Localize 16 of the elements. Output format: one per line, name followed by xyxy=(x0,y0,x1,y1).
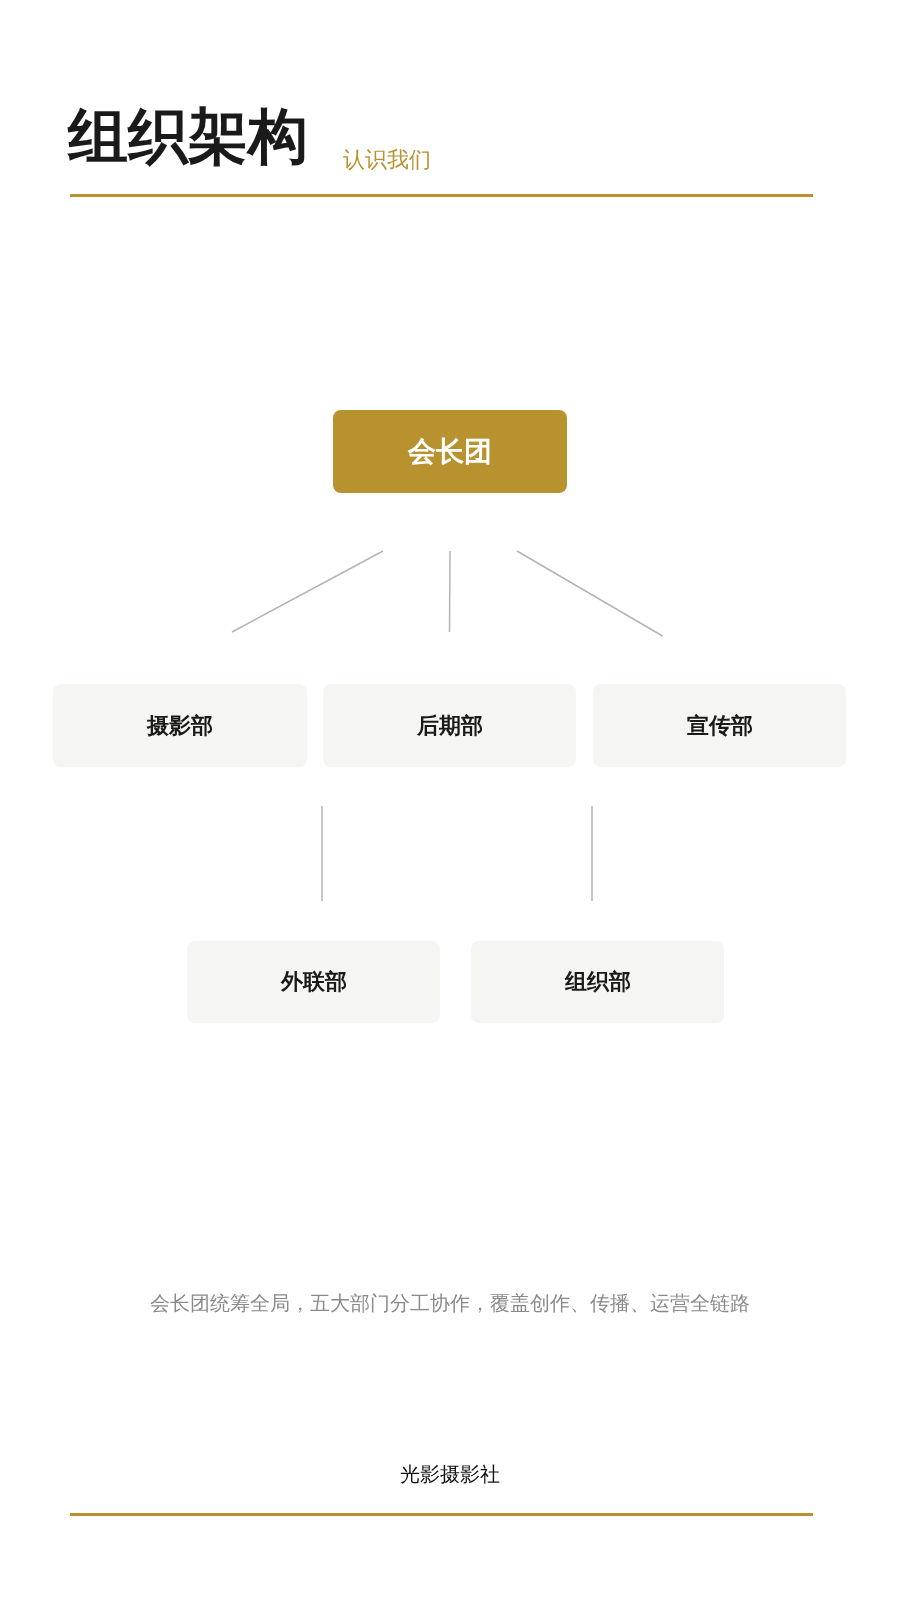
connector-line xyxy=(231,550,384,633)
connector-line xyxy=(516,550,664,637)
connector-line xyxy=(448,550,451,633)
node-label: 外联部 xyxy=(280,968,347,996)
node-label: 会长团 xyxy=(408,434,492,469)
node-label: 组织部 xyxy=(564,968,631,996)
node-label: 宣传部 xyxy=(686,711,753,740)
connector-line xyxy=(591,805,593,902)
subtitle: 认识我们 xyxy=(343,146,431,174)
page-title: 组织架构 xyxy=(68,103,308,169)
leadership-box xyxy=(333,410,567,493)
caption-text: 会长团统筹全局，五大部门分工协作，覆盖创作、传播、运营全链路 xyxy=(150,1290,750,1317)
footer-text: 光影摄影社 xyxy=(400,1461,500,1488)
connector-line xyxy=(321,805,323,902)
node-label: 摄影部 xyxy=(147,711,213,740)
node-label: 后期部 xyxy=(416,711,483,740)
